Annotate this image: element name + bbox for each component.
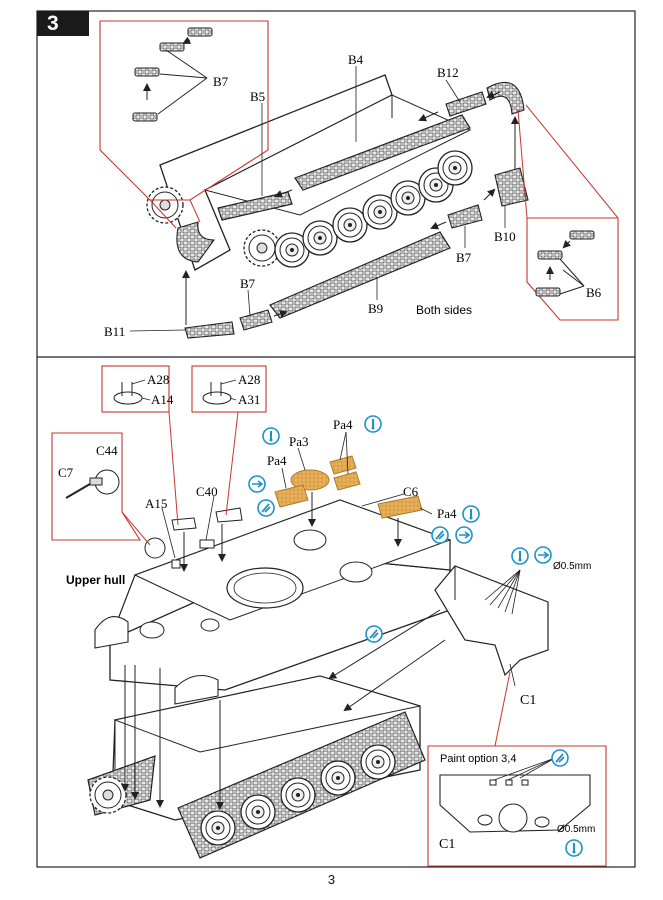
- callout-c44: [51, 432, 142, 541]
- label-b4: B4: [348, 52, 364, 67]
- glue-icon: [365, 625, 383, 643]
- drill-icon: [262, 427, 280, 445]
- leader-lines-top: [129, 66, 506, 332]
- track-run-b9: [269, 231, 451, 319]
- label-a28-left: A28: [147, 372, 169, 387]
- label-c40: C40: [196, 484, 218, 499]
- glue-icon: [551, 749, 569, 767]
- label-a31: A31: [238, 392, 260, 407]
- track-part-b12: [445, 91, 487, 117]
- front-track-curve: [176, 221, 216, 263]
- callout-rear-track-detail: [535, 230, 595, 297]
- label-a15: A15: [145, 496, 167, 511]
- label-a14: A14: [151, 392, 174, 407]
- label-b9: B9: [368, 301, 383, 316]
- drill-size-inset: Ø0.5mm: [557, 824, 595, 835]
- drill-size-top: Ø0.5mm: [553, 561, 591, 572]
- pe-part-pa4-c: [377, 495, 423, 519]
- cut-icon: [534, 546, 552, 564]
- instruction-icons: [248, 415, 583, 857]
- front-mudguard: [94, 616, 129, 649]
- label-b7-top: B7: [213, 74, 229, 89]
- label-c1-top: C1: [520, 693, 536, 708]
- leader-lines-hull: [131, 379, 556, 781]
- drill-icon: [462, 505, 480, 523]
- label-b7-low: B7: [240, 276, 256, 291]
- drill-icon: [511, 547, 529, 565]
- paint-option-label: Paint option 3,4: [440, 753, 516, 765]
- callout-a31-detail: [202, 382, 232, 405]
- both-sides-note: Both sides: [416, 303, 472, 317]
- drill-icon: [364, 415, 382, 433]
- turret-ring: [226, 567, 304, 609]
- rear-plate-c1: [434, 565, 549, 677]
- callout-paint-option: [427, 745, 607, 867]
- page-frame: [36, 10, 636, 868]
- callout-front-track-detail: [132, 27, 213, 122]
- upper-hull-label: Upper hull: [66, 573, 125, 587]
- photo-etch-parts: [274, 455, 423, 519]
- callout-a31: [191, 365, 267, 413]
- glue-icon: [257, 499, 275, 517]
- pe-part-pa3: [290, 469, 330, 491]
- track-run-b5: [217, 191, 293, 221]
- drill-icon: [565, 839, 583, 857]
- assembly-arrows-top: [182, 91, 519, 325]
- label-c6: C6: [403, 484, 419, 499]
- label-pa4-a: Pa4: [267, 453, 287, 468]
- upper-hull-section: A28 A14 A28 A31 C44 C7 A15 C40 Pa3 Pa4 P…: [51, 365, 607, 867]
- label-pa3: Pa3: [289, 434, 309, 449]
- cut-icon: [248, 475, 266, 493]
- cut-icon: [455, 526, 473, 544]
- callout-a14-detail: [113, 382, 143, 405]
- callout-a14: [101, 365, 170, 413]
- label-b11: B11: [104, 324, 125, 339]
- label-c7: C7: [58, 465, 74, 480]
- label-pa4-b: Pa4: [333, 417, 353, 432]
- track-part-b11: [184, 321, 235, 339]
- step-number-badge: 3: [37, 11, 89, 36]
- callout-rear-track: [526, 217, 619, 321]
- label-b10: B10: [494, 229, 516, 244]
- pe-part-pa4-b: [329, 455, 357, 475]
- track-run-b4: [294, 114, 471, 191]
- callout-paint-detail: [439, 774, 591, 833]
- pe-part-pa4-a: [274, 484, 309, 508]
- track-part-b7-low: [239, 309, 273, 331]
- label-b6: B6: [586, 285, 602, 300]
- assembly-arrows-hull: [121, 492, 446, 810]
- label-b12: B12: [437, 65, 459, 80]
- front-sprocket: [146, 186, 184, 224]
- label-pa4-c: Pa4: [437, 506, 457, 521]
- page-number: 3: [327, 872, 336, 887]
- label-a28-right: A28: [238, 372, 260, 387]
- track-part-b10: [494, 167, 529, 207]
- label-b7-mid: B7: [456, 250, 472, 265]
- callout-c44-detail: [65, 469, 120, 499]
- label-c44: C44: [96, 443, 118, 458]
- label-c1-inset: C1: [439, 837, 455, 852]
- track-part-b7-mid: [447, 204, 483, 229]
- rear-track-curve: [486, 81, 525, 115]
- hull-body-track-section: B4 B5 B7 B12 B10 B7 B7 B9 B6 B11 Both si…: [99, 20, 619, 339]
- glue-icon: [431, 526, 449, 544]
- label-b5: B5: [250, 89, 265, 104]
